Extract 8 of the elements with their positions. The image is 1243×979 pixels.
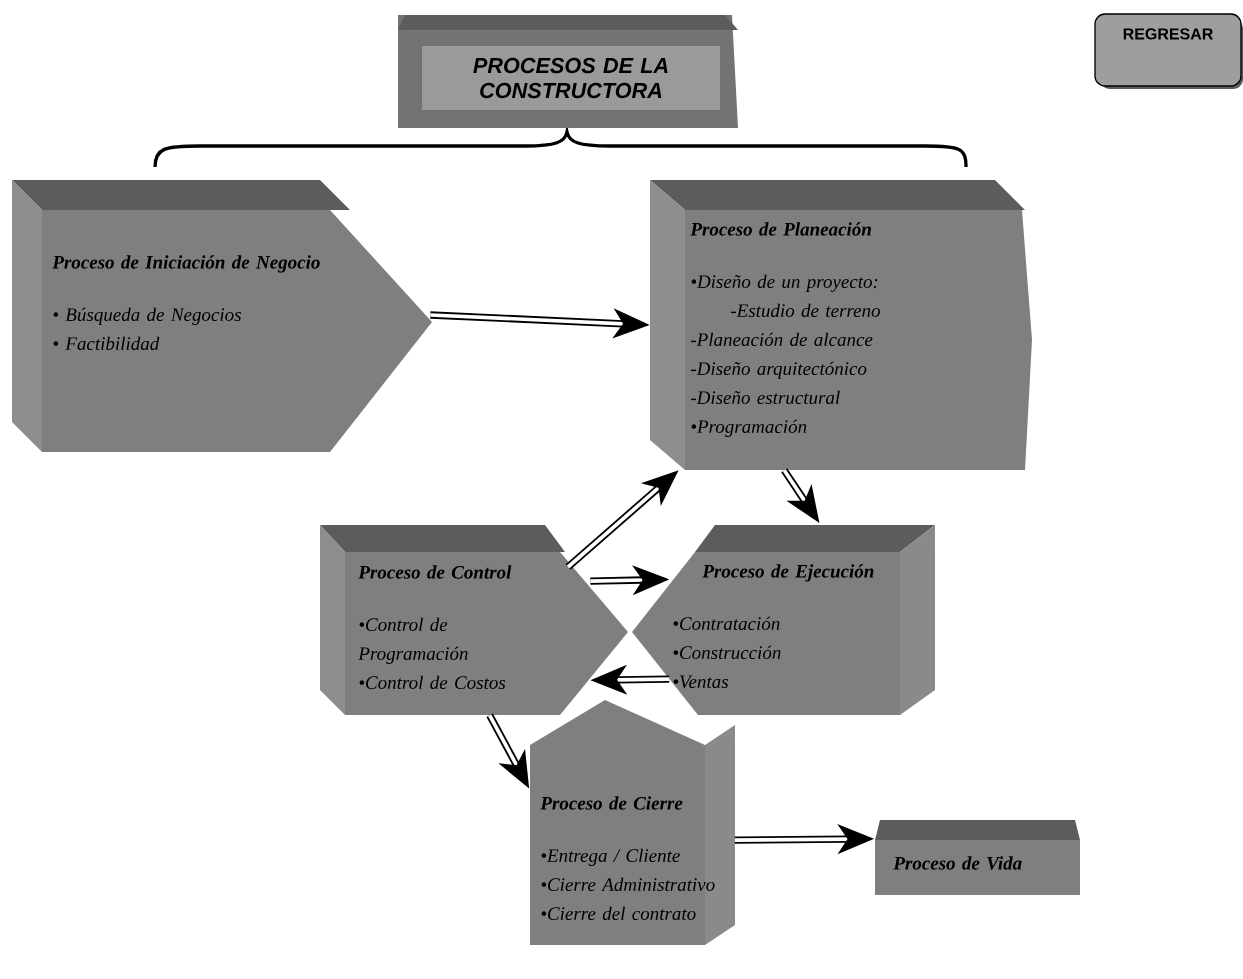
process-box: Proceso de Iniciación de Negocio • Búsqueda de Negocios • Factibilidad xyxy=(12,180,432,452)
process-box: Proceso de Control •Control de Programación •Control de Costos xyxy=(320,525,628,715)
process-box: Proceso de Planeación •Diseño de un proyecto: -Estudio de terreno -Planeación de alcance -Diseño arquitectónico -Diseño estructural •Programación xyxy=(650,180,1032,470)
process-box: Proceso de Cierre •Entrega / Cliente •Cierre Administrativo •Cierre del contrato xyxy=(530,700,735,945)
process-box: Proceso de Vida xyxy=(875,820,1080,895)
back-button: REGRESAR xyxy=(1094,13,1243,89)
title-box: PROCESOS DE LA CONSTRUCTORA xyxy=(398,15,738,128)
process-box: Proceso de Ejecución •Contratación •Construcción •Ventas xyxy=(632,525,935,715)
